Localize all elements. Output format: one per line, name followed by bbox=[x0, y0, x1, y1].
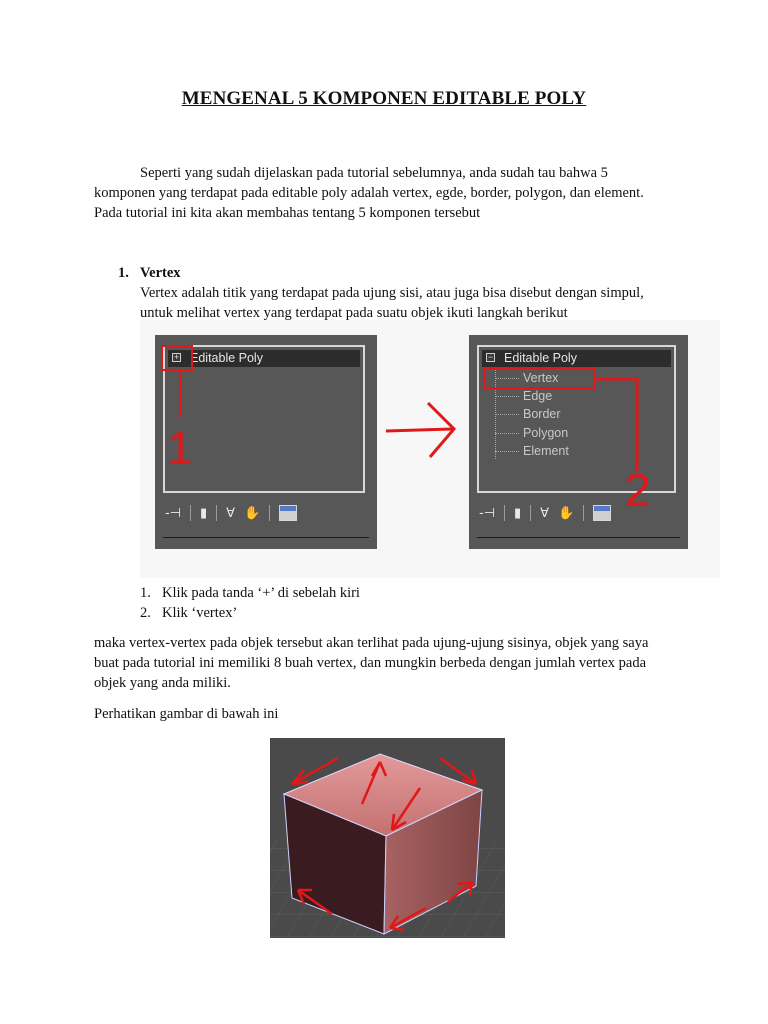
steps-list: 1.Klik pada tanda ‘+’ di sebelah kiri 2.… bbox=[140, 584, 360, 623]
editable-poly-row[interactable]: − Editable Poly bbox=[482, 350, 671, 367]
tree-connector bbox=[495, 433, 519, 434]
pipe-icon[interactable]: ▮ bbox=[200, 505, 208, 521]
hand-icon[interactable]: ✋ bbox=[244, 505, 261, 521]
editable-poly-label: Editable Poly bbox=[190, 351, 263, 365]
tree-connector bbox=[495, 414, 519, 415]
step-marker-1: 1 bbox=[167, 422, 193, 474]
modifier-stack-list: − Editable Poly Vertex Edge Border Polyg… bbox=[477, 345, 676, 493]
arrow-right-icon bbox=[385, 401, 457, 458]
tree-branch-line bbox=[495, 367, 496, 459]
highlight-expander-box bbox=[161, 345, 193, 371]
intro-paragraph: Seperti yang sudah dijelaskan pada tutor… bbox=[94, 165, 644, 221]
step-marker-2: 2 bbox=[625, 464, 651, 516]
page-title: MENGENAL 5 KOMPONEN EDITABLE POLY bbox=[181, 88, 587, 109]
figure-caption: Perhatikan gambar di bawah ini bbox=[94, 706, 279, 722]
funnel-icon[interactable]: ∀ bbox=[540, 505, 550, 521]
tree-connector bbox=[495, 378, 519, 379]
pin-icon[interactable]: -⊣ bbox=[479, 505, 496, 521]
editable-poly-row[interactable]: + Editable Poly bbox=[168, 350, 360, 367]
cube-render bbox=[270, 738, 505, 938]
modifier-box-icon[interactable] bbox=[279, 505, 298, 521]
section-number: 1. bbox=[118, 265, 129, 281]
toolbar-separator bbox=[190, 505, 192, 521]
modifier-stack-panel-before: + Editable Poly 1 -⊣ ▮ ∀ ✋ bbox=[155, 335, 377, 549]
expand-plus-icon[interactable]: + bbox=[172, 352, 181, 362]
step-item: 2.Klik ‘vertex’ bbox=[140, 604, 238, 621]
pin-icon[interactable]: -⊣ bbox=[165, 505, 182, 521]
panel-divider bbox=[477, 537, 680, 538]
highlight-vertex-box bbox=[483, 367, 595, 389]
toolbar-separator bbox=[583, 505, 585, 521]
tree-item-edge[interactable]: Edge bbox=[523, 389, 553, 403]
toolbar-separator bbox=[504, 505, 506, 521]
tree-item-element[interactable]: Element bbox=[523, 444, 569, 458]
explanation-paragraph: maka vertex-vertex pada objek tersebut a… bbox=[94, 635, 649, 691]
step-item: 1.Klik pada tanda ‘+’ di sebelah kiri bbox=[140, 585, 360, 601]
tree-connector bbox=[495, 396, 519, 397]
modifier-stack-list: + Editable Poly bbox=[163, 345, 365, 493]
tree-item-border[interactable]: Border bbox=[523, 407, 561, 421]
toolbar-separator bbox=[530, 505, 532, 521]
tree-item-polygon[interactable]: Polygon bbox=[523, 426, 569, 440]
highlight-line bbox=[179, 371, 182, 417]
editable-poly-label: Editable Poly bbox=[504, 351, 577, 365]
section-title: Vertex bbox=[140, 265, 181, 281]
stack-toolbar: -⊣ ▮ ∀ ✋ bbox=[165, 501, 367, 525]
stack-toolbar: -⊣ ▮ ∀ ✋ bbox=[479, 501, 678, 525]
hand-icon[interactable]: ✋ bbox=[558, 505, 575, 521]
pipe-icon[interactable]: ▮ bbox=[514, 505, 522, 521]
cube-viewport-image bbox=[270, 738, 505, 938]
tree-connector bbox=[495, 451, 519, 452]
panel-divider bbox=[163, 537, 369, 538]
section-body: Vertex adalah titik yang terdapat pada u… bbox=[140, 285, 644, 321]
tree-item-vertex[interactable]: Vertex bbox=[523, 371, 559, 385]
modifier-stack-panel-after: − Editable Poly Vertex Edge Border Polyg… bbox=[469, 335, 688, 549]
modifier-box-icon[interactable] bbox=[593, 505, 612, 521]
funnel-icon[interactable]: ∀ bbox=[226, 505, 236, 521]
highlight-connector bbox=[593, 377, 639, 471]
toolbar-separator bbox=[269, 505, 271, 521]
collapse-minus-icon[interactable]: − bbox=[486, 352, 495, 362]
toolbar-separator bbox=[216, 505, 218, 521]
